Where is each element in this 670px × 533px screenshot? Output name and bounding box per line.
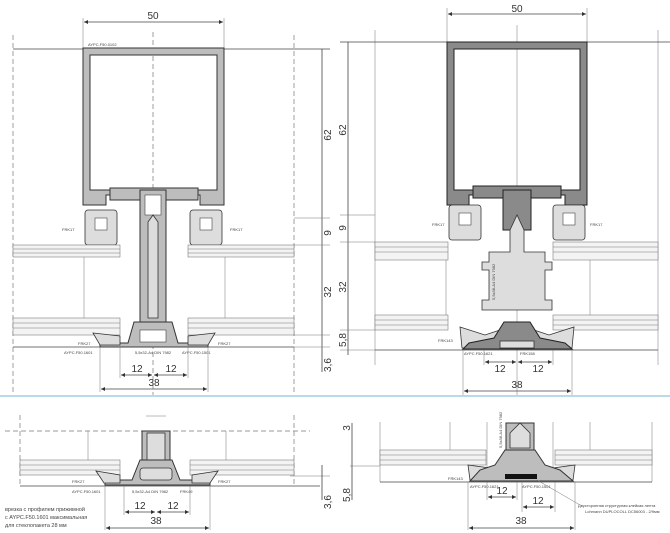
label-plate-right: AYPC.F50.1501 (522, 484, 551, 489)
dim-height: 62 (338, 124, 349, 136)
label-plate: AYPC.F50.1621 (464, 351, 493, 356)
label-screw: 5,5x32-A4 DIN 7982 (135, 350, 172, 355)
dim-plate-width: 38 (515, 516, 527, 527)
dim-half-right: 12 (167, 501, 179, 512)
label-insert: FRK158 (520, 351, 535, 356)
mullion-profile (82, 47, 225, 206)
label-gasket-right: FRK17 (590, 222, 603, 227)
section-top-right: 50 FRK17 FRK17 5,5x38-A4 DIN 7982 (338, 4, 670, 395)
svg-text:Двусторонняя структурная клейк: Двусторонняя структурная клейкая лента (578, 503, 656, 508)
svg-text:Lohmann DUPLOCOLL DC56003 - 2/: Lohmann DUPLOCOLL DC56003 - 2/9мм (585, 509, 660, 514)
label-gasket-left: FRK17 (432, 222, 445, 227)
glass-unit-right (189, 431, 295, 476)
note: врезка с профилем прижимной с AYPC.F50.1… (5, 506, 87, 529)
label-plate: AYPC.F50.1601 (72, 489, 101, 494)
dim-plate: 3,6 (323, 358, 334, 372)
label-plate-left: AYPC.F50.1601 (64, 350, 93, 355)
pressure-plate (468, 449, 575, 482)
label-plate-right: AYPC.F50.1501 (182, 350, 211, 355)
dim-height: 62 (323, 129, 334, 141)
dim-plate-width: 38 (148, 378, 160, 389)
dim-half-left: 12 (134, 501, 146, 512)
insert-gasket (481, 214, 553, 311)
svg-text:с AYPC.F50.1601 максимальная: с AYPC.F50.1601 максимальная (5, 515, 87, 521)
dim-plate: 5,8 (338, 333, 349, 347)
dim-half-right: 12 (532, 364, 544, 375)
glass-unit-left (374, 241, 449, 331)
svg-text:для стеклопакета 28 мм: для стеклопакета 28 мм (5, 523, 67, 529)
glass-unit-right (552, 422, 653, 480)
dim-half-left: 12 (494, 364, 506, 375)
dim-gasket: 9 (338, 225, 349, 231)
dim-width: 50 (511, 4, 523, 15)
section-bottom-left: FRK27 FRK27 AYPC.F50.1601 5,5x32-A4 DIN … (5, 415, 334, 530)
label-outer: FRK143 (438, 338, 453, 343)
dim-width: 50 (147, 11, 159, 22)
glass-unit-right (187, 244, 295, 336)
label-mullion: AYPC.F50.0102 (88, 42, 117, 47)
label-screw: 5,5x32-A4 DIN 7982 (132, 489, 169, 494)
note: Двусторонняя структурная клейкая лента L… (578, 503, 660, 514)
label-outer-left: FRK27 (78, 341, 91, 346)
pressure-plate (461, 321, 574, 350)
label-plate-left: AYPC.F50.1621 (470, 484, 499, 489)
dim-plate: 3,6 (323, 495, 334, 509)
label-outer: FRK143 (448, 476, 463, 481)
glass-unit-left (379, 422, 488, 480)
glass-unit-left (19, 431, 121, 476)
structural-tape (505, 474, 537, 479)
label-gasket-left: FRK17 (62, 227, 75, 232)
dim-half-right: 12 (532, 496, 544, 507)
label-outer-right: FRK27 (218, 341, 231, 346)
dim-glass: 32 (323, 286, 334, 298)
label-outer-right: FRK27 (218, 479, 231, 484)
screw (147, 214, 159, 319)
dim-half-left: 12 (496, 486, 508, 497)
svg-text:врезка с профилем прижимной: врезка с профилем прижимной (5, 506, 85, 513)
dim-plate-width: 38 (511, 380, 523, 391)
dim-gasket: 9 (323, 230, 334, 236)
dim-plate: 5,8 (342, 488, 353, 502)
dim-top: 3 (342, 425, 353, 431)
section-top-left: 50 AYPC.F50.0102 FRK17 FRK17 (12, 11, 334, 395)
label-screw: 5,5x38-A4 DIN 7982 (491, 263, 496, 300)
dim-half-right: 12 (165, 364, 177, 375)
glass-unit-left (12, 244, 121, 336)
glass-unit-right (552, 241, 659, 331)
dim-glass: 32 (338, 281, 349, 293)
label-screw: 5,5x38-A4 DIN 7982 (498, 411, 503, 448)
label-outer-left: FRK27 (72, 479, 85, 484)
dim-plate-width: 38 (150, 516, 162, 527)
dim-half-left: 12 (131, 364, 143, 375)
label-gasket-right: FRK17 (230, 227, 243, 232)
section-bottom-right: 5,5x38-A4 DIN 7982 FRK143 AYPC.F50.1621 … (342, 411, 660, 530)
label-insert: FRK49 (180, 489, 193, 494)
